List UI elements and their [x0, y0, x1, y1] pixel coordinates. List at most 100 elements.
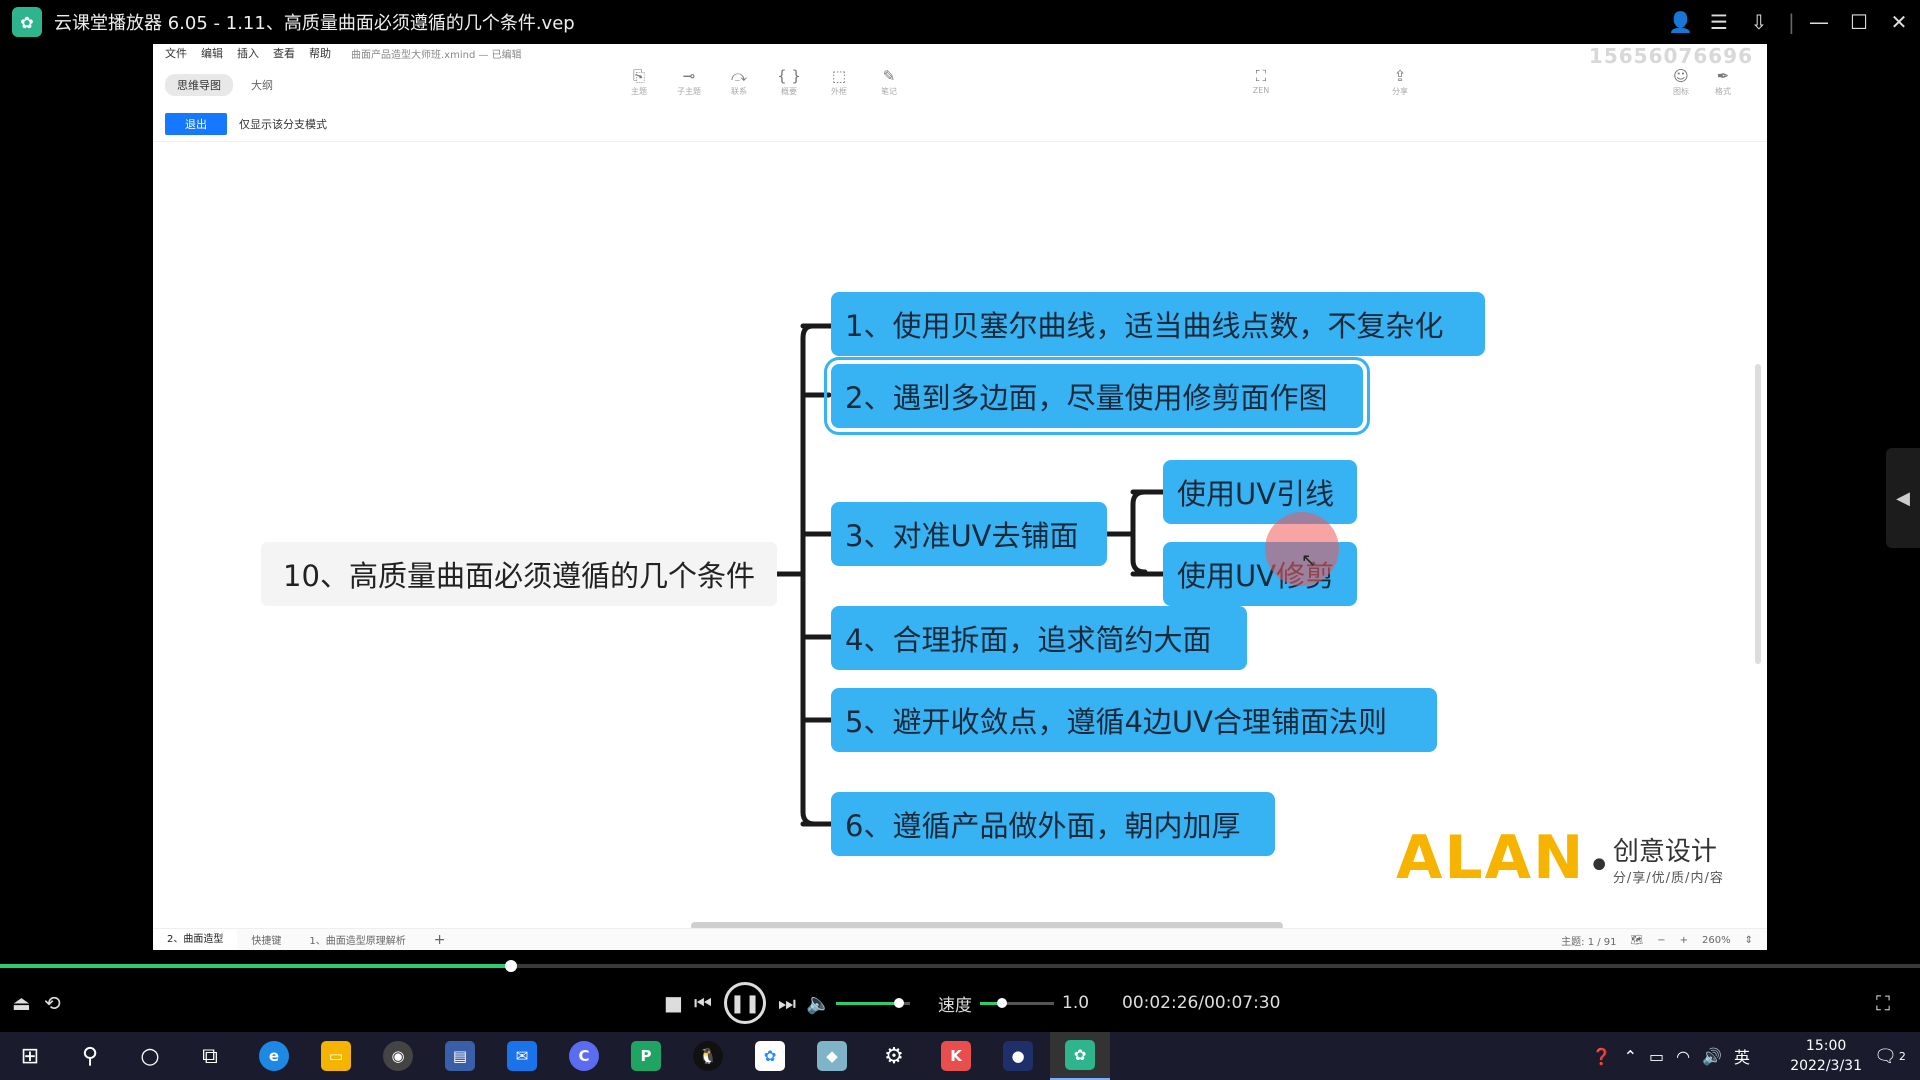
xmind-statusbar: 2、曲面造型 快捷键 1、曲面造型原理解析 + 主题: 1 / 91 🗺 − +… [153, 928, 1767, 950]
playback-progress[interactable] [0, 960, 1920, 972]
pause-button[interactable]: ❚❚ [724, 980, 766, 1026]
pdf-icon[interactable]: P [616, 1032, 676, 1080]
next-icon[interactable]: ⏭ [778, 991, 796, 1015]
loop-icon[interactable]: ⟲ [44, 991, 61, 1015]
speed-knob[interactable] [997, 998, 1008, 1008]
volume-knob[interactable] [893, 998, 904, 1008]
relation-icon: ⤼ [730, 67, 748, 85]
yunketang-player-icon[interactable]: ✿ [1050, 1032, 1110, 1080]
system-tray: ❓ ⌃ ▭ ◠ 🔊 英 [1592, 1032, 1750, 1080]
tray-expand-icon[interactable]: ⌃ [1623, 1046, 1637, 1066]
volume-slider[interactable] [836, 998, 910, 1008]
fullscreen-toggle-icon[interactable]: ⛶ [1876, 991, 1890, 1015]
previous-icon[interactable]: ⏮ [694, 991, 712, 1015]
list-icon[interactable]: ☰ [1710, 10, 1728, 34]
time-readout: 00:02:26/00:07:30 [1122, 993, 1281, 1013]
download-icon[interactable]: ⇩ [1750, 10, 1768, 34]
menu-file: 文件 [165, 47, 187, 60]
file-explorer-icon[interactable]: ▭ [306, 1032, 366, 1080]
wifi-icon[interactable]: ◠ [1676, 1046, 1691, 1066]
tool-topic: ⎘主题 [631, 67, 647, 96]
central-topic: 10、高质量曲面必须遵循的几个条件 [261, 542, 777, 606]
vertical-scrollbar [1755, 364, 1761, 664]
battery-icon[interactable]: ▭ [1648, 1046, 1665, 1066]
topic-icon: ⎘ [632, 67, 645, 85]
zoom-in-icon: + [1679, 934, 1689, 946]
side-panel-toggle[interactable]: ◀ [1886, 448, 1920, 548]
task-view-icon[interactable]: ⧉ [202, 1043, 218, 1069]
settings-icon[interactable]: ⚙ [884, 1043, 904, 1069]
maximize-icon[interactable]: ☐ [1850, 10, 1868, 34]
connector-trunk [800, 323, 818, 827]
menu-edit: 编辑 [201, 47, 223, 60]
app-cad-icon[interactable]: ▤ [430, 1032, 490, 1080]
video-frame[interactable]: 文件 编辑 插入 查看 帮助 曲面产品造型大师班.xmind — 已编辑 156… [153, 44, 1767, 950]
speed-fill [980, 1002, 1003, 1005]
windows-taskbar: ⊞ ⚲ ○ ⧉ e ▭ ◉ ▤ ✉ C P 🐧 ✿ ◆ ⚙ K ● ✿ ❓ ⌃ … [0, 1032, 1920, 1080]
close-icon[interactable]: ✕ [1890, 10, 1908, 34]
minimize-icon[interactable]: — [1809, 10, 1829, 34]
tool-relation: ⤼联系 [730, 67, 748, 96]
progress-knob[interactable] [504, 960, 517, 972]
volume-fill [836, 1002, 899, 1005]
branch-mode-label: 仅显示该分支模式 [239, 117, 327, 131]
add-sheet-button: + [433, 931, 446, 948]
share-icon: ⇪ [1393, 67, 1407, 85]
notification-count: 2 [1898, 1049, 1906, 1063]
topic-5: 5、避开收敛点，遵循4边UV合理铺面法则 [831, 688, 1437, 752]
app-c-icon[interactable]: C [554, 1032, 614, 1080]
app-flower-icon[interactable]: ✿ [740, 1032, 800, 1080]
tool-format: ✒格式 [1715, 67, 1731, 96]
horizontal-scrollbar [691, 922, 1283, 930]
app-shield-icon[interactable]: ◉ [368, 1032, 428, 1080]
xmind-toolbar: 思维导图 大纲 ⎘主题 ⊸子主题 ⤼联系 { }概要 ⬚外框 ✎笔记 ⛶ZEN … [153, 62, 1767, 106]
mail-icon[interactable]: ✉ [492, 1032, 552, 1080]
fullscreen-icon: ⛶ [1255, 67, 1267, 85]
brand-side: 创意设计 分/享/优/质/内/容 [1613, 837, 1724, 886]
xmind-tools: ⎘主题 ⊸子主题 ⤼联系 { }概要 ⬚外框 ✎笔记 [623, 66, 905, 97]
summary-icon: { } [777, 67, 801, 85]
app-keyshot-icon[interactable]: K [926, 1032, 986, 1080]
app-3d-icon[interactable]: ◆ [802, 1032, 862, 1080]
clock-time: 15:00 [1805, 1038, 1847, 1054]
mouse-cursor-icon: ↖ [1301, 550, 1317, 571]
taskbar-clock[interactable]: 15:00 2022/3/31 [1790, 1036, 1862, 1076]
speaker-icon[interactable]: 🔊 [1702, 1046, 1722, 1066]
brand-watermark: ALAN • 创意设计 分/享/优/质/内/容 [1396, 828, 1724, 888]
tool-share: ⇪分享 [1392, 67, 1408, 96]
cortana-icon[interactable]: ○ [140, 1043, 160, 1069]
topic-2: 2、遇到多边面，尽量使用修剪面作图 [824, 357, 1370, 435]
app-logo-icon: ✿ [12, 7, 42, 37]
subtopic-1: 使用UV引线 [1163, 460, 1357, 524]
topic-count: 主题: 1 / 91 [1561, 936, 1617, 948]
mindmap-connectors [774, 323, 1166, 827]
volume-icon[interactable]: 🔈 [806, 991, 831, 1015]
xmind-menubar: 文件 编辑 插入 查看 帮助 曲面产品造型大师班.xmind — 已编辑 [153, 44, 1767, 62]
start-icon[interactable]: ⊞ [20, 1043, 40, 1069]
view-tabs: 思维导图 大纲 [165, 74, 285, 96]
map-icon: 🗺 [1630, 934, 1644, 946]
app-recorder-icon[interactable]: ● [988, 1032, 1048, 1080]
stop-icon[interactable]: ■ [664, 991, 683, 1015]
brand-sub: 分/享/优/质/内/容 [1612, 871, 1724, 886]
speed-slider[interactable] [980, 998, 1054, 1008]
edge-icon[interactable]: e [244, 1032, 304, 1080]
sheet-tab-1: 2、曲面造型 [153, 928, 238, 950]
sheet-tab-3: 1、曲面造型原理解析 [309, 936, 406, 947]
zoom-stepper-icon: ⇕ [1744, 934, 1753, 946]
tool-summary: { }概要 [777, 67, 801, 96]
phone-watermark: 15656076696 [1588, 44, 1753, 68]
caret-left-icon: ◀ [1896, 487, 1910, 509]
ime-indicator[interactable]: 英 [1733, 1048, 1750, 1067]
user-icon[interactable]: 👤 [1668, 10, 1693, 34]
help-icon[interactable]: ❓ [1591, 1046, 1612, 1066]
pause-icon: ❚❚ [724, 982, 766, 1024]
topic-4: 4、合理拆面，追求简约大面 [831, 606, 1247, 670]
clock-date: 2022/3/31 [1790, 1058, 1862, 1074]
speed-value: 1.0 [1062, 993, 1090, 1013]
eject-icon[interactable]: ⏏ [12, 991, 31, 1015]
search-icon[interactable]: ⚲ [81, 1043, 99, 1069]
speed-label: 速度 [938, 995, 972, 1016]
notifications-icon[interactable]: 🗨2 [1874, 1045, 1906, 1067]
qq-icon[interactable]: 🐧 [678, 1032, 738, 1080]
